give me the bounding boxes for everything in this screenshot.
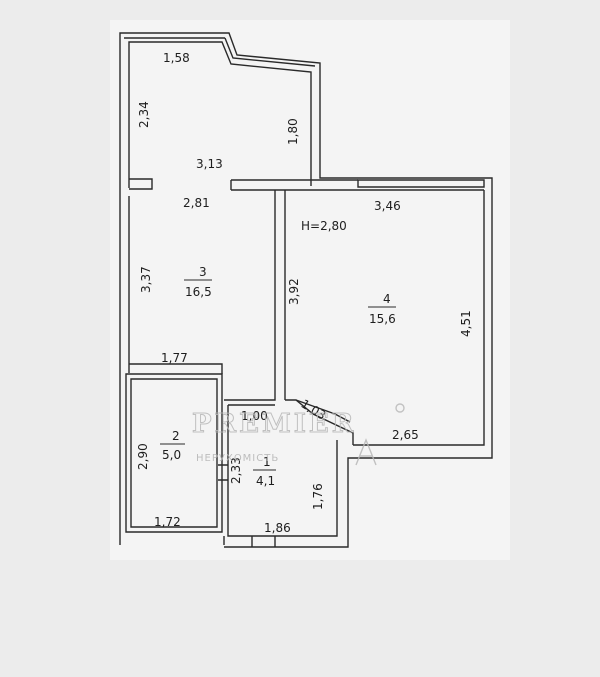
- entry-door: [251, 536, 276, 547]
- room2-inner: [130, 378, 218, 528]
- walls: [119, 32, 493, 548]
- room1-walls: [227, 405, 338, 537]
- dim-3-13: 3,13: [196, 157, 223, 171]
- watermark-brand: PREMIER: [192, 409, 356, 439]
- dim-1-72: 1,72: [154, 515, 181, 529]
- room-2-area: 5,0: [162, 448, 181, 462]
- dim-1-86: 1,86: [264, 521, 291, 535]
- room-2-number: 2: [172, 429, 180, 443]
- room2-outer: [125, 373, 223, 533]
- outer-wall-inner-top: [128, 41, 312, 188]
- dim-3-37: 3,37: [139, 266, 153, 293]
- room-1-number: 1: [263, 455, 271, 469]
- corridor-diagonal-inner: [295, 399, 351, 423]
- bath-door: [218, 464, 228, 481]
- watermark-subtitle: НЕРУХОМІСТЬ: [196, 453, 279, 464]
- room4-window: [357, 179, 485, 188]
- dim-2-81: 2,81: [183, 196, 210, 210]
- watermark: PREMIER НЕРУХОМІСТЬ: [192, 403, 405, 466]
- outer-wall-outer: [119, 32, 493, 548]
- dim-1-76: 1,76: [311, 483, 325, 510]
- wall-3-4: [224, 190, 276, 401]
- room-4-area: 15,6: [369, 312, 396, 326]
- dim-4-51: 4,51: [459, 310, 473, 337]
- dimension-labels: 1,58 2,34 1,80 3,13 2,81 3,46 H=2,80 3,3…: [136, 51, 473, 535]
- window-line-1: [224, 37, 316, 67]
- room-labels: 3 16,5 4 15,6 2 5,0 1 4,1: [160, 265, 396, 488]
- dim-1-80: 1,80: [286, 118, 300, 145]
- ceiling-height: H=2,80: [301, 219, 347, 233]
- dim-2-90: 2,90: [136, 443, 150, 470]
- dim-2-34: 2,34: [137, 101, 151, 128]
- room3-bottom: [129, 363, 223, 374]
- room4-inner-right: [353, 190, 485, 446]
- dim-2-65: 2,65: [392, 428, 419, 442]
- a-logo-icon: [355, 403, 405, 466]
- room-3-area: 16,5: [185, 285, 212, 299]
- room-1-area: 4,1: [256, 474, 275, 488]
- dim-1-58: 1,58: [163, 51, 190, 65]
- room-4-number: 4: [383, 292, 391, 306]
- room-3-number: 3: [199, 265, 207, 279]
- dim-1-77: 1,77: [161, 351, 188, 365]
- dim-3-46: 3,46: [374, 199, 401, 213]
- dim-1-00: 1,00: [241, 409, 268, 423]
- partition-stub-left: [129, 178, 153, 190]
- corridor-diagonal-outer: [285, 399, 354, 445]
- dim-2-33: 2,33: [229, 457, 243, 484]
- dim-3-92: 3,92: [287, 278, 301, 305]
